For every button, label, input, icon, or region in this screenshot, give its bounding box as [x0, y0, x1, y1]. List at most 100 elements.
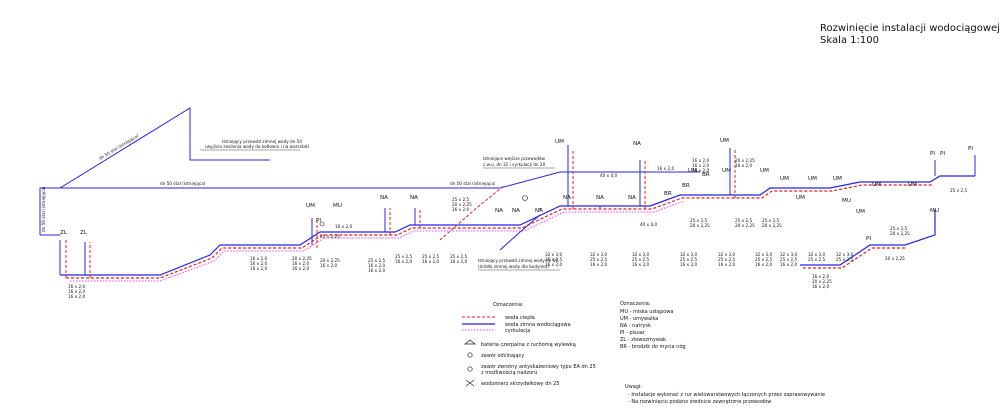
- size-label: 25 x 2,5: [762, 218, 779, 223]
- size-label: 20 x 2,25: [690, 223, 710, 228]
- size-label: 16 x 2,0: [632, 262, 649, 267]
- size-label: 32 x 3,0: [780, 252, 797, 257]
- size-label: 16 x 2,0: [450, 259, 467, 264]
- fixture-label: UM: [780, 176, 789, 182]
- size-label: 25 x 2,5: [780, 257, 797, 262]
- shutoff-valve-icon: [467, 352, 473, 358]
- fixture-labels: ZL ZL UM MU PI NA NA NA NA NA NA NA NA U…: [60, 138, 973, 242]
- label-pipe-40: 40 x 4,0: [600, 173, 617, 178]
- label-dn50-horizontal: dn 50 stal (istniejąca): [160, 181, 206, 186]
- size-label: 16 x 2,0: [452, 207, 469, 212]
- fixture-label: UM: [760, 168, 769, 174]
- size-label: 20 x 2,25: [735, 158, 755, 163]
- fixture-label: UM: [796, 195, 805, 201]
- size-label: 25 x 2,5: [632, 257, 649, 262]
- legend-item-3b: z możliwością nadzoru: [481, 369, 537, 376]
- title-line-1: Rozwinięcie instalacji wodociągowej: [820, 23, 1000, 34]
- size-label: 25 x 2,5: [690, 218, 707, 223]
- size-label: 16 x 2,0: [320, 263, 337, 268]
- size-label: 16 x 2,0: [368, 268, 385, 273]
- label-pipe-40-b: 40 x 4,0: [640, 222, 657, 227]
- remarks: Uwagi: - Instalacje wykonać z rur wielow…: [625, 384, 825, 405]
- size-label: 32 x 3,0: [836, 252, 853, 257]
- fixture-label: NA: [380, 195, 388, 201]
- fixture-label: UM: [722, 168, 731, 174]
- valve-icon: [319, 195, 528, 227]
- legend-right-title: Oznaczenia:: [620, 301, 651, 307]
- size-label: 16 x 2,0: [68, 284, 85, 289]
- existing-dn50-pipes: [39, 107, 700, 236]
- fixture-label: UM: [833, 176, 842, 182]
- tap-icon: [464, 339, 476, 345]
- label-pipe-25: 25 x 2,5: [950, 188, 967, 193]
- size-label: 20 x 2,25: [452, 202, 472, 207]
- size-label: 16 x 2,0: [250, 266, 267, 271]
- fixture-label: NA: [633, 141, 641, 147]
- label-dn50-right: dn 50 stal (istniejąca): [450, 181, 496, 186]
- size-label: 20 x 2,25: [735, 223, 755, 228]
- fixture-label: UM: [908, 182, 917, 188]
- size-label: 16 x 2,0: [812, 284, 829, 289]
- legend-left: Oznaczenia: woda ciepła woda zimna wodoc…: [462, 302, 596, 387]
- legend-cold: woda zimna wodociągowa: [505, 322, 571, 328]
- size-label: 16 x 2,0: [368, 263, 385, 268]
- size-label: 16 x 2,0: [68, 289, 85, 294]
- fixture-label: PI: [930, 151, 935, 157]
- fixture-label: MU: [842, 198, 851, 204]
- legend-right: Oznaczenia: MU - miska ustępowa UM - umy…: [620, 301, 686, 350]
- fixture-label: UM: [688, 168, 697, 174]
- size-annotations: 16 x 2,0 16 x 2,0 16 x 2,0 16 x 2,0 16 x…: [68, 158, 910, 299]
- legend-item-1: bateria czerpalna z ruchomą wylewką: [481, 342, 576, 348]
- note-existing-top-1: Istniejący przewód zimnej wody dn 50: [222, 139, 302, 144]
- legend-right-item: PI - pisuar: [620, 330, 646, 336]
- legend-right-item: ZL - zlewozmywak: [620, 337, 666, 343]
- size-label: 20 x 2,25: [320, 258, 340, 263]
- label-pipe-16: 16 x 2,0: [657, 166, 674, 171]
- legend-right-item: NA - natrysk: [620, 323, 651, 329]
- size-label: 32 x 3,0: [590, 252, 607, 257]
- main-network: [59, 145, 976, 282]
- note-existing-mid-1: Istniejące wejście przewodów: [483, 156, 545, 161]
- label-pipe-20-b: 20 x 2,25: [885, 256, 905, 261]
- size-label: 32 x 3,0: [718, 252, 735, 257]
- size-label: 32 x 3,0: [755, 252, 772, 257]
- size-label: 16 x 2,0: [590, 262, 607, 267]
- size-label: 32 x 3,0: [808, 252, 825, 257]
- fixture-label: BR: [682, 183, 690, 189]
- legend-hot: woda ciepła: [505, 315, 535, 321]
- water-meter-icon: [465, 379, 475, 387]
- fixture-label: PI: [316, 218, 321, 224]
- size-label: 25 x 2,5: [718, 257, 735, 262]
- title-line-2: Skala 1:100: [820, 35, 879, 46]
- size-label: 16 x 2,0: [68, 294, 85, 299]
- fixture-label: MU: [333, 203, 342, 209]
- size-label: 16 x 2,0: [292, 266, 309, 271]
- size-label: 32 x 3,0: [680, 252, 697, 257]
- size-label: 16 x 2,0: [735, 163, 752, 168]
- size-label: 16 x 2,0: [692, 158, 709, 163]
- fixture-label: NA: [596, 195, 604, 201]
- check-valve-icon: [467, 366, 473, 372]
- label-pipe-16-b: 16 x 2,0: [335, 224, 352, 229]
- fixture-label: UM: [306, 203, 315, 209]
- size-label: 25 x 2,5: [735, 218, 752, 223]
- size-label: 16 x 2,0: [422, 259, 439, 264]
- legend-right-item: BR - brodzik do mycia nóg: [620, 343, 686, 350]
- size-label: 25 x 2,5: [590, 257, 607, 262]
- legend-item-3: zawór zwrotny antyskażeniowy typu EA dn …: [481, 363, 596, 370]
- size-label: 16 x 2,0: [680, 262, 697, 267]
- label-dn50-vertical: dn 50 stal (istniejąca): [41, 186, 46, 232]
- size-label: 16 x 2,0: [780, 262, 797, 267]
- fixture-label: UM: [720, 138, 729, 144]
- size-label: 16 x 2,0: [718, 262, 735, 267]
- fixture-label: NA: [628, 195, 636, 201]
- fixture-label: UM: [555, 139, 564, 145]
- fixture-label: NA: [563, 195, 571, 201]
- size-label: 32 x 3,0: [632, 252, 649, 257]
- fixture-label: PI: [968, 146, 973, 152]
- remarks-title: Uwagi:: [625, 384, 642, 390]
- size-label: 25 x 2,5: [452, 197, 469, 202]
- legend-right-item: MU - miska ustępowa: [620, 309, 673, 315]
- size-label: 25 x 2,5: [808, 257, 825, 262]
